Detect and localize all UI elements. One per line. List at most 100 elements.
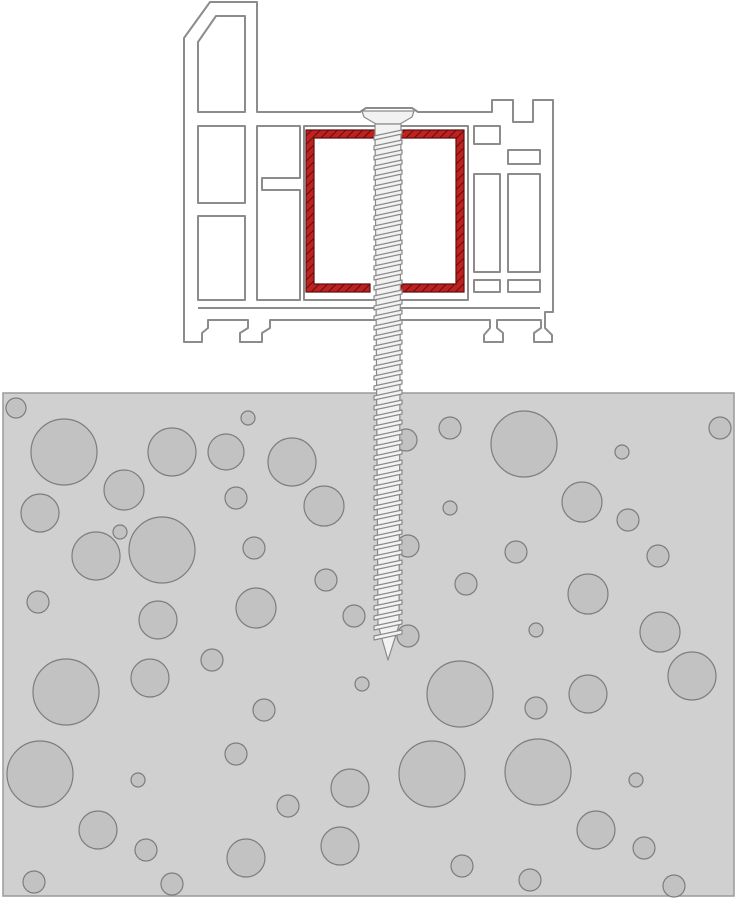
aggregate-stone xyxy=(314,568,338,592)
screw-thread xyxy=(373,179,403,191)
screw-thread xyxy=(373,149,403,161)
screw-thread xyxy=(373,139,403,151)
aggregate-stone xyxy=(30,418,98,486)
screw-thread xyxy=(373,599,403,611)
aggregate-stone xyxy=(330,768,370,808)
aggregate-stone xyxy=(646,544,670,568)
profile-chamber xyxy=(507,173,541,273)
aggregate-stone xyxy=(490,410,558,478)
screw-thread xyxy=(373,589,403,601)
screw-thread xyxy=(373,579,403,591)
profile-chamber xyxy=(507,149,541,165)
aggregate-stone xyxy=(524,696,548,720)
aggregate-stone xyxy=(568,674,608,714)
screw-thread xyxy=(373,369,403,381)
screw-thread xyxy=(373,609,403,621)
screw-thread xyxy=(373,359,403,371)
screw-thread xyxy=(373,259,403,271)
screw-thread xyxy=(373,629,403,641)
profile-chamber xyxy=(197,15,246,113)
steel-reinforcement-section xyxy=(305,129,465,293)
screw-thread xyxy=(373,159,403,171)
aggregate-stone xyxy=(614,444,630,460)
aggregate-stone xyxy=(78,810,118,850)
profile-chamber xyxy=(197,125,246,204)
aggregate-stone xyxy=(276,794,300,818)
screw-thread xyxy=(373,509,403,521)
aggregate-stone xyxy=(667,651,717,701)
screw-thread xyxy=(373,289,403,301)
steel-reinforcement xyxy=(305,129,465,293)
aggregate-stone xyxy=(454,572,478,596)
screw-thread xyxy=(373,299,403,311)
aggregate-stone xyxy=(112,524,128,540)
screw-thread xyxy=(373,489,403,501)
aggregate-stone xyxy=(207,433,245,471)
aggregate-stone xyxy=(528,622,544,638)
aggregate-stone xyxy=(235,587,277,629)
aggregate-stone xyxy=(450,854,474,878)
profile-chamber xyxy=(473,173,501,273)
aggregate-stone xyxy=(147,427,197,477)
screw-thread xyxy=(373,219,403,231)
profile-chamber xyxy=(256,125,301,301)
screw-thread xyxy=(373,279,403,291)
profile-chamber xyxy=(507,279,541,293)
aggregate-stone xyxy=(130,658,170,698)
screw-thread xyxy=(373,309,403,321)
screw-thread xyxy=(373,469,403,481)
screw-thread xyxy=(373,549,403,561)
aggregate-stone xyxy=(518,868,542,892)
screw-thread xyxy=(373,379,403,391)
aggregate-stone xyxy=(242,536,266,560)
screw-thread xyxy=(373,269,403,281)
aggregate-stone xyxy=(200,648,224,672)
screw-thread xyxy=(373,229,403,241)
aggregate-stone xyxy=(320,826,360,866)
screw-thread xyxy=(373,419,403,431)
aggregate-stone xyxy=(6,740,74,808)
aggregate-stone xyxy=(240,410,256,426)
aggregate-stone xyxy=(128,516,196,584)
screw-thread xyxy=(373,459,403,471)
screw-thread xyxy=(373,519,403,531)
aggregate-stone xyxy=(342,604,366,628)
aggregate-stone xyxy=(5,397,27,419)
screw-thread xyxy=(373,249,403,261)
aggregate-stone xyxy=(708,416,732,440)
screw-thread xyxy=(373,449,403,461)
aggregate-stone xyxy=(639,611,681,653)
screw-thread xyxy=(373,189,403,201)
screw-thread xyxy=(373,399,403,411)
aggregate-stone xyxy=(442,500,458,516)
screw-thread xyxy=(373,429,403,441)
screw-thread xyxy=(373,529,403,541)
aggregate-stone xyxy=(504,738,572,806)
concrete-wall xyxy=(2,392,735,898)
aggregate-stone xyxy=(576,810,616,850)
aggregate-stone xyxy=(134,838,158,862)
screw-thread xyxy=(373,319,403,331)
aggregate-stone xyxy=(567,573,609,615)
screw-thread xyxy=(373,239,403,251)
aggregate-stone xyxy=(226,838,266,878)
aggregate-stone xyxy=(252,698,276,722)
profile-chamber xyxy=(197,215,246,301)
screw-thread xyxy=(373,169,403,181)
aggregate-stone xyxy=(71,531,121,581)
aggregate-stone xyxy=(628,772,644,788)
concrete-screw xyxy=(361,110,415,661)
screw-thread xyxy=(373,389,403,401)
screw-thread xyxy=(373,349,403,361)
aggregate-stone xyxy=(224,742,248,766)
aggregate-stone xyxy=(426,660,494,728)
aggregate-stone xyxy=(561,481,603,523)
screw-thread xyxy=(373,439,403,451)
aggregate-stone xyxy=(267,437,317,487)
aggregate-stone xyxy=(303,485,345,527)
screw-thread xyxy=(373,559,403,571)
screw-thread xyxy=(373,409,403,421)
aggregate-stone xyxy=(160,872,184,896)
screw-thread xyxy=(373,339,403,351)
aggregate-stone xyxy=(224,486,248,510)
